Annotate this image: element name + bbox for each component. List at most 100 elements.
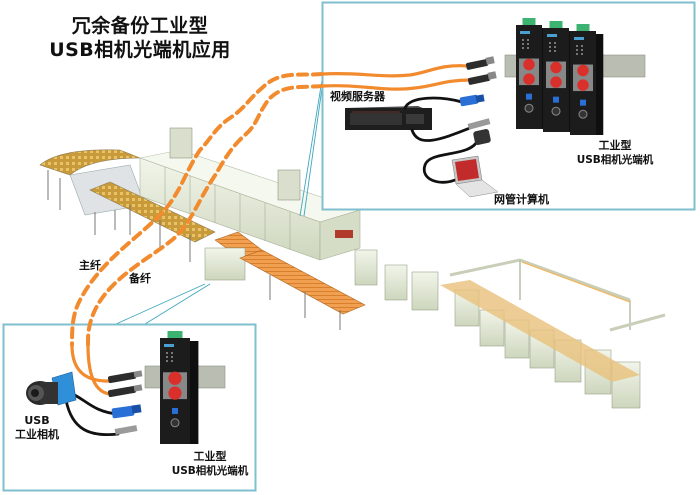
terminal-block (522, 18, 536, 26)
status-led (581, 49, 583, 51)
leader-bottom-b (144, 283, 211, 325)
leader-top-a (299, 79, 323, 217)
callout-leaders (115, 79, 323, 325)
status-led (522, 39, 524, 41)
fc-connector-field-1 (108, 370, 143, 384)
laptop-icon (451, 155, 499, 198)
status-led (166, 352, 168, 354)
status-led (522, 47, 524, 49)
status-led (576, 49, 578, 51)
fiber-port-backup (168, 386, 182, 400)
curved-conveyor (39, 149, 141, 176)
logo-mark (547, 34, 557, 37)
bnc-connector-field (114, 425, 138, 435)
fiber-links (70, 72, 324, 347)
oven-display (335, 230, 353, 238)
callout-box-control-room (321, 1, 696, 211)
title-line-2: USB相机光端机应用 (49, 39, 231, 61)
leader-top-b (303, 87, 323, 217)
oven-cabinet-1 (169, 127, 193, 159)
label-usb-camera-line1: USB (24, 414, 50, 427)
bnc-connector-top (467, 118, 491, 130)
usb-port (526, 93, 532, 100)
label-video-server: 视频服务器 (330, 90, 385, 103)
video-server-icon (345, 106, 432, 130)
usb-connector-top (459, 94, 485, 107)
field-site-contents (26, 331, 226, 444)
status-led (527, 47, 529, 49)
status-led (171, 356, 173, 358)
fiber-port-backup (523, 73, 535, 85)
leader-bottom-a (115, 283, 206, 325)
status-led (554, 42, 556, 44)
diagram-title: 冗余备份工业型 USB相机光端机应用 (40, 14, 240, 62)
fiber-main-field (70, 343, 112, 383)
status-led (522, 43, 524, 45)
logo-mark (574, 37, 584, 40)
logo-mark (164, 344, 174, 347)
power-jack (551, 106, 561, 116)
usb-connector-field (111, 404, 142, 419)
io-cable-camera (64, 398, 120, 437)
fc-connector-top-1 (465, 56, 495, 70)
fiber-port-backup (577, 79, 589, 91)
bnc-cable-server (410, 126, 472, 142)
status-led (581, 45, 583, 47)
label-converter-rack-line1: 工业型 (598, 139, 632, 152)
heatsink-side (596, 34, 604, 135)
fiber-backup-inbox (321, 78, 472, 91)
status-led (549, 46, 551, 48)
main-fiber (70, 72, 324, 347)
fiber-port-main (577, 64, 589, 77)
side-rail (609, 313, 666, 332)
status-led (527, 43, 529, 45)
label-converter-rack: 工业型 USB相机光端机 (570, 139, 660, 167)
status-led (554, 50, 556, 52)
outfeed-conveyor (239, 249, 366, 315)
label-converter-rack-line2: USB相机光端机 (576, 154, 654, 166)
gantry-belt (521, 261, 631, 303)
forming-machines (354, 249, 641, 409)
status-led (554, 46, 556, 48)
usb-port (172, 407, 178, 414)
status-led (527, 39, 529, 41)
feed-cabinet (204, 247, 246, 281)
title-line-1: 冗余备份工业型 (71, 15, 209, 37)
label-converter-field-line2: USB相机光端机 (171, 465, 249, 477)
control-room-contents (321, 18, 646, 198)
db9-connector-top (473, 129, 491, 145)
oven-cabinet-2 (277, 169, 301, 201)
logo-mark (520, 31, 530, 34)
status-led (549, 50, 551, 52)
status-led (576, 53, 578, 55)
fc-connector-field-2 (108, 384, 143, 398)
label-backup-fiber: 备纤 (129, 272, 151, 285)
fiber-port-main (550, 61, 562, 74)
label-nms-computer: 网管计算机 (494, 193, 549, 206)
fiber-port-backup (550, 76, 562, 88)
terminal-block (576, 24, 590, 32)
usb-port (553, 96, 559, 103)
terminal-block (549, 21, 563, 29)
label-converter-field-line1: 工业型 (193, 450, 227, 463)
converter-rack-unit-3 (570, 24, 604, 135)
dough-sheet (440, 280, 640, 382)
usb-cable-server (403, 96, 464, 110)
status-led (581, 53, 583, 55)
status-led (166, 360, 168, 362)
fiber-port-main (523, 58, 535, 71)
label-usb-camera: USB 工业相机 (12, 414, 62, 442)
label-main-fiber: 主纤 (79, 259, 101, 272)
fc-connector-top-2 (467, 71, 497, 85)
terminal-block (167, 331, 183, 339)
power-jack (578, 109, 588, 119)
backup-fiber (86, 84, 324, 347)
label-usb-camera-line2: 工业相机 (15, 428, 59, 441)
heatsink-side (190, 341, 199, 444)
label-converter-field: 工业型 USB相机光端机 (165, 450, 255, 478)
usb-port (580, 99, 586, 106)
power-jack (524, 103, 534, 113)
fiber-main-inbox (321, 64, 470, 78)
fiber-port-main (168, 371, 182, 385)
